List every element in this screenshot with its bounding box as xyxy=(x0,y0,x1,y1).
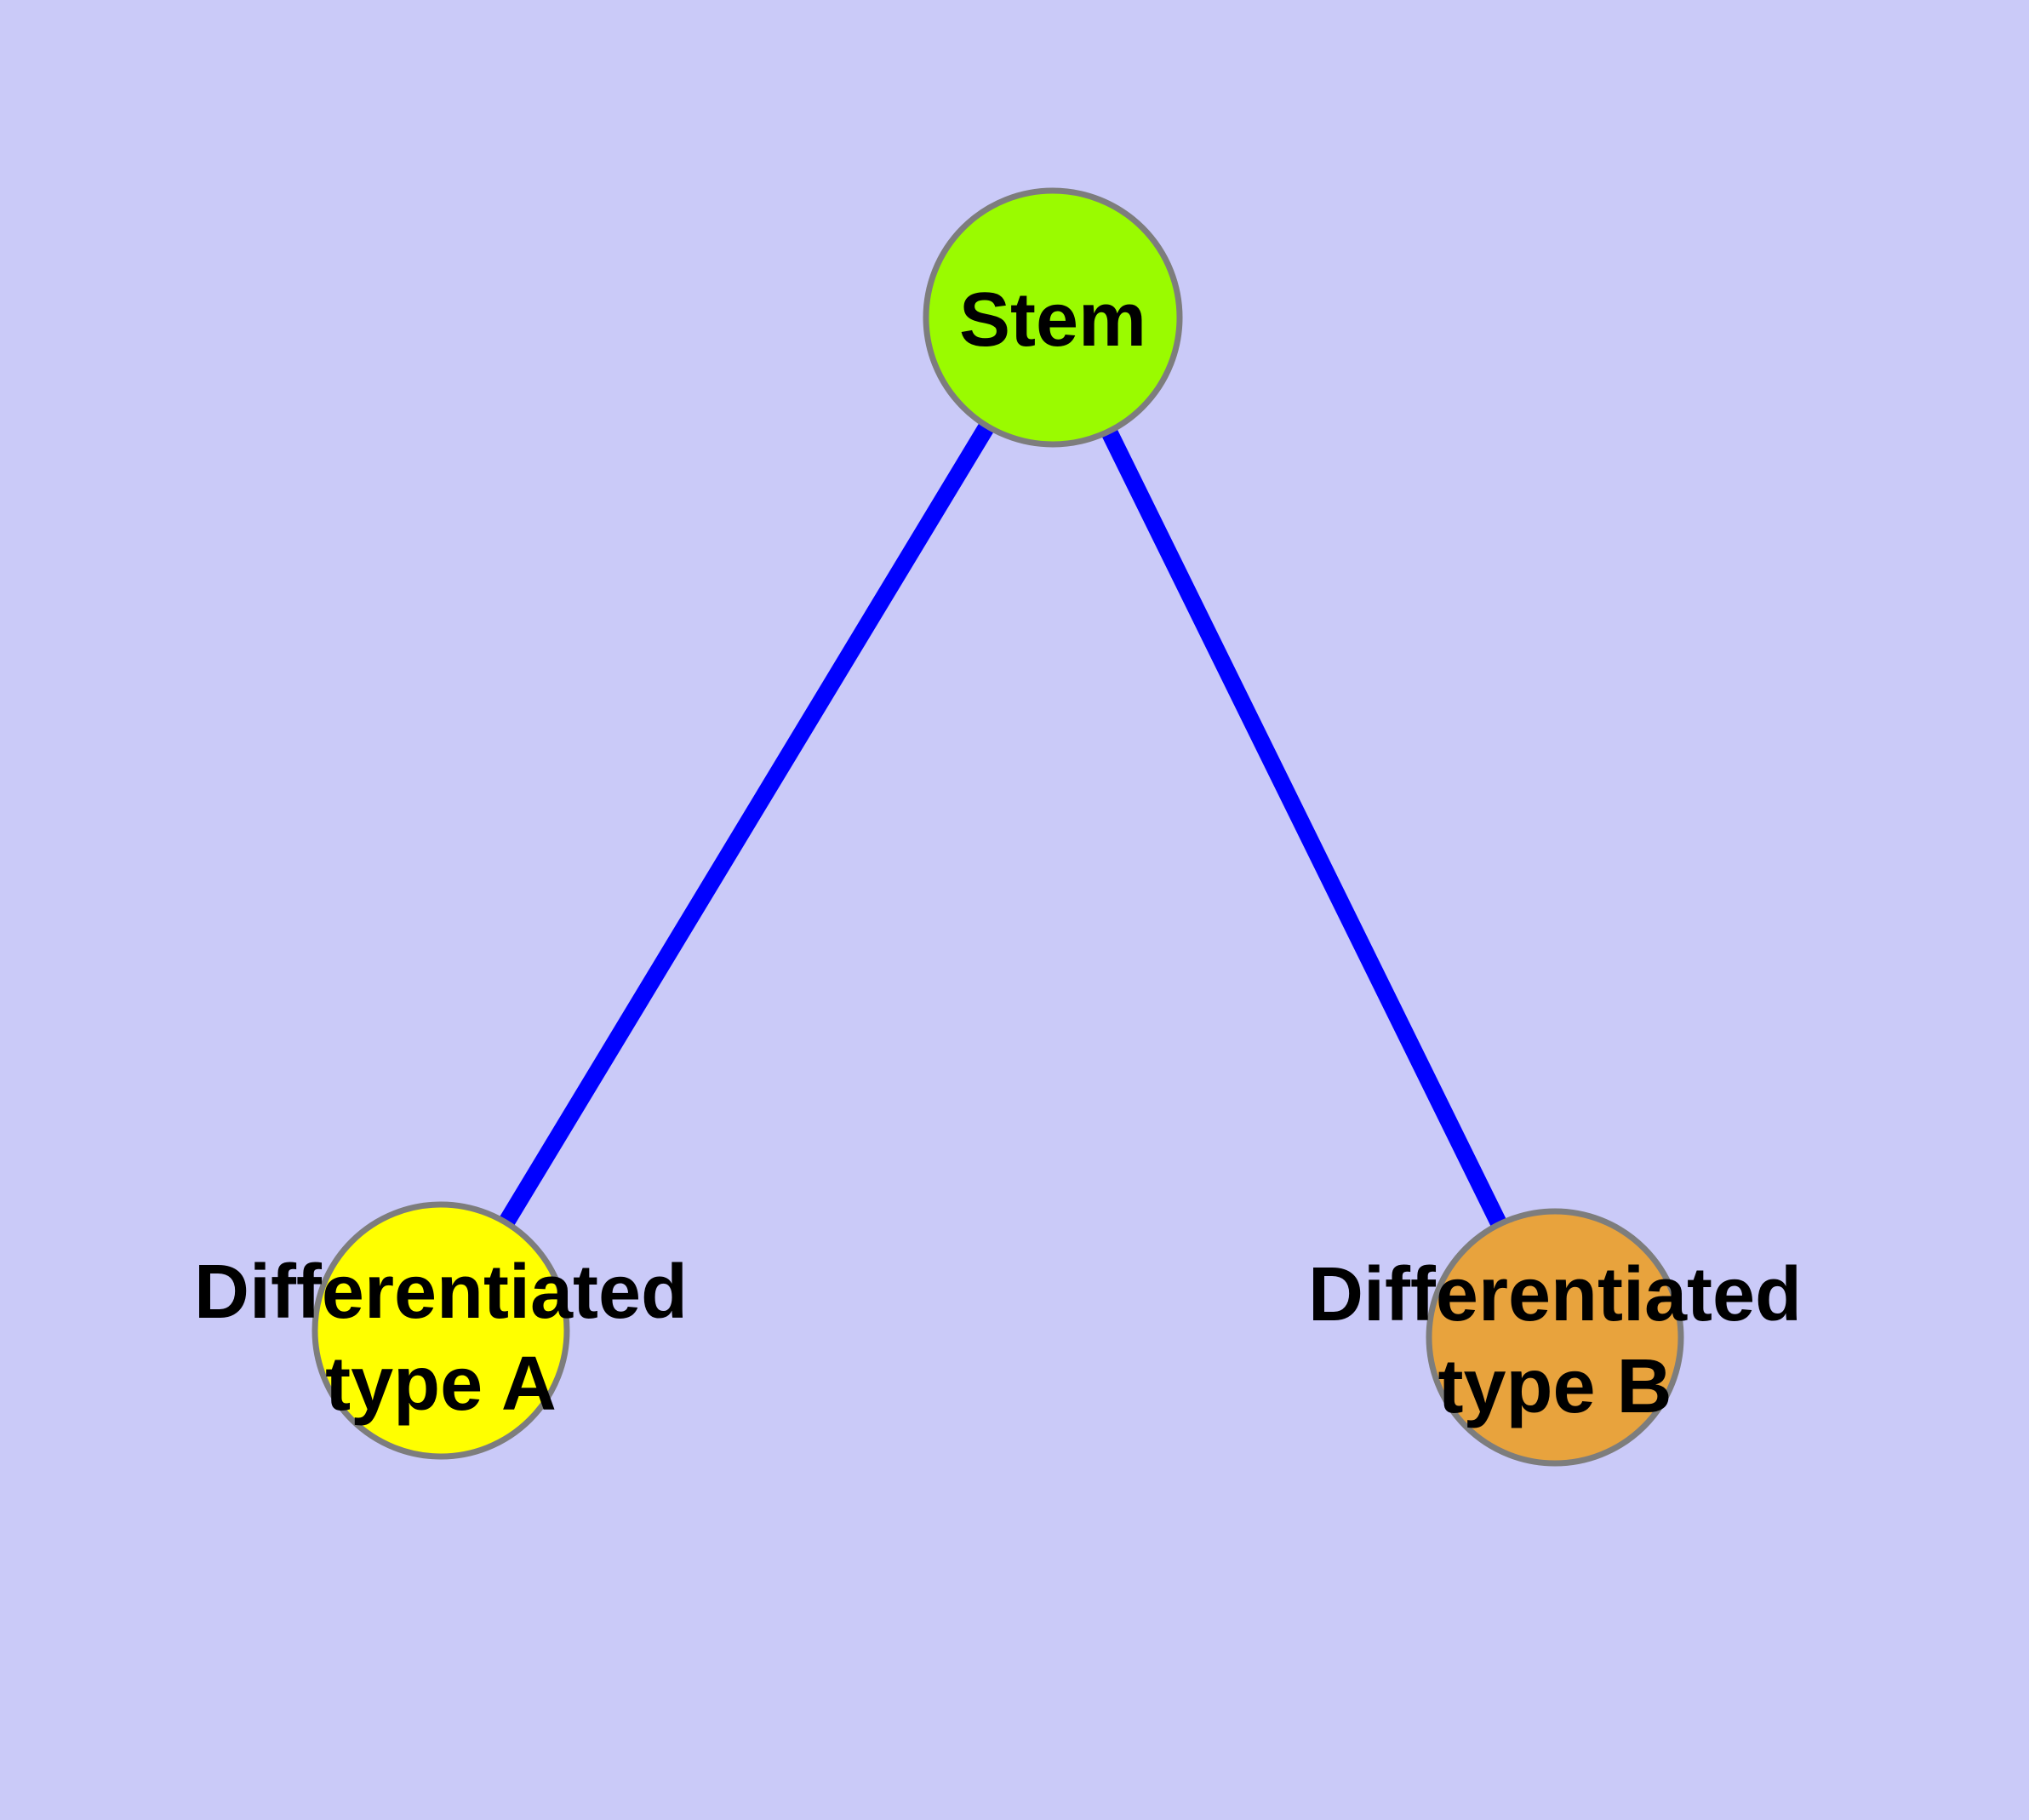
node-differentiated-type-a-circle xyxy=(311,1201,570,1460)
edge-layer xyxy=(433,312,1563,1342)
node-differentiated-type-b-label-line1: Differentiated xyxy=(1308,1252,1802,1337)
node-differentiated-type-b-label-line2: type B xyxy=(1437,1344,1672,1429)
edge-stem-to-type-a xyxy=(433,312,1060,1336)
node-layer xyxy=(311,187,1684,1467)
node-differentiated-type-b-circle xyxy=(1426,1208,1684,1467)
edge-stem-to-type-b xyxy=(1045,313,1563,1342)
node-differentiated-type-a-label-line1: Differentiated xyxy=(194,1250,688,1335)
node-differentiated-type-a-label-line2: type A xyxy=(325,1342,557,1427)
label-layer: Stem Differentiated type A Differentiate… xyxy=(194,278,1802,1429)
node-stem-label: Stem xyxy=(959,278,1146,363)
node-stem-circle xyxy=(923,187,1183,448)
